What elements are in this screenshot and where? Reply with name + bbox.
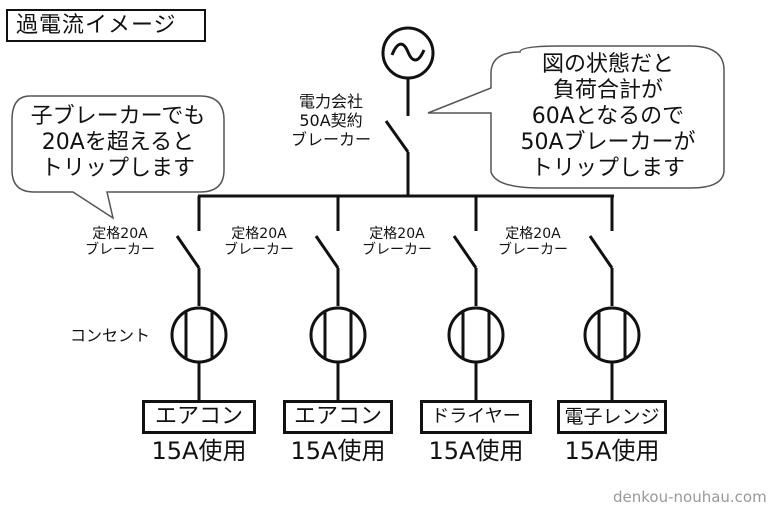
callout-line: 60Aとなるので	[531, 104, 685, 129]
branch-breaker-switch	[314, 235, 340, 269]
appliance-usage: 15A使用	[428, 437, 524, 465]
outlet-icon	[447, 306, 505, 364]
main-breaker-label-line: 50A契約	[299, 111, 363, 130]
callout-line: 負荷合計が	[552, 78, 663, 103]
callout-line: 子ブレーカーでも	[30, 104, 206, 129]
appliance-box: エアコン	[142, 400, 256, 434]
branch-circuit	[583, 196, 641, 400]
appliance-usage: 15A使用	[564, 437, 660, 465]
branch-circuit	[170, 196, 228, 400]
main-breaker-label-line: ブレーカー	[290, 130, 371, 149]
main-breaker-switch	[384, 120, 410, 153]
outlet-icon	[309, 306, 367, 364]
diagram-title: 過電流イメージ	[6, 9, 206, 42]
branch-breaker-switch	[588, 235, 614, 269]
branch-circuit	[447, 196, 505, 400]
callout-right-bubble	[427, 45, 725, 189]
callout-line: 50Aブレーカーが	[520, 130, 696, 155]
callout-left-bubble	[11, 95, 225, 220]
callout-line: 20Aを超えると	[41, 130, 195, 155]
callout-line: トリップします	[530, 156, 685, 181]
appliance-usage: 15A使用	[151, 437, 247, 465]
branch-breaker-switch	[175, 235, 201, 269]
branch-breaker-label-line: 定格20A	[369, 226, 425, 242]
appliance-usage: 15A使用	[290, 437, 386, 465]
branch-breaker-label-line: ブレーカー	[498, 242, 568, 258]
outlet-icon	[583, 306, 641, 364]
callout-right-text: 図の状態だと 負荷合計が 60Aとなるので 50Aブレーカーが トリップします	[494, 52, 722, 182]
main-breaker-label-line: 電力会社	[298, 92, 363, 111]
branch-breaker-label-line: ブレーカー	[224, 242, 294, 258]
branch-breaker-label-line: ブレーカー	[85, 242, 155, 258]
appliance-box: ドライヤー	[420, 400, 532, 434]
branch-circuit	[309, 196, 367, 400]
outlet-icon	[170, 306, 228, 364]
branch-breaker-label-line: ブレーカー	[362, 242, 432, 258]
branch-breaker-label-line: 定格20A	[92, 226, 148, 242]
callout-line: 図の状態だと	[541, 52, 674, 77]
ac-source-icon	[381, 26, 435, 80]
branch-breaker-label-line: 定格20A	[505, 226, 561, 242]
appliance-box: エアコン	[283, 400, 393, 434]
callout-left-text: 子ブレーカーでも 20Aを超えると トリップします	[12, 104, 224, 182]
callout-line: トリップします	[40, 156, 195, 181]
main-breaker-label: 電力会社 50A契約 ブレーカー	[276, 92, 386, 149]
appliance-box: 電子レンジ	[557, 400, 667, 434]
site-credit: denkou-nouhau.com	[613, 488, 767, 506]
outlet-label: コンセント	[70, 326, 151, 345]
branch-breaker-label-line: 定格20A	[231, 226, 287, 242]
branch-breaker-switch	[452, 235, 478, 269]
